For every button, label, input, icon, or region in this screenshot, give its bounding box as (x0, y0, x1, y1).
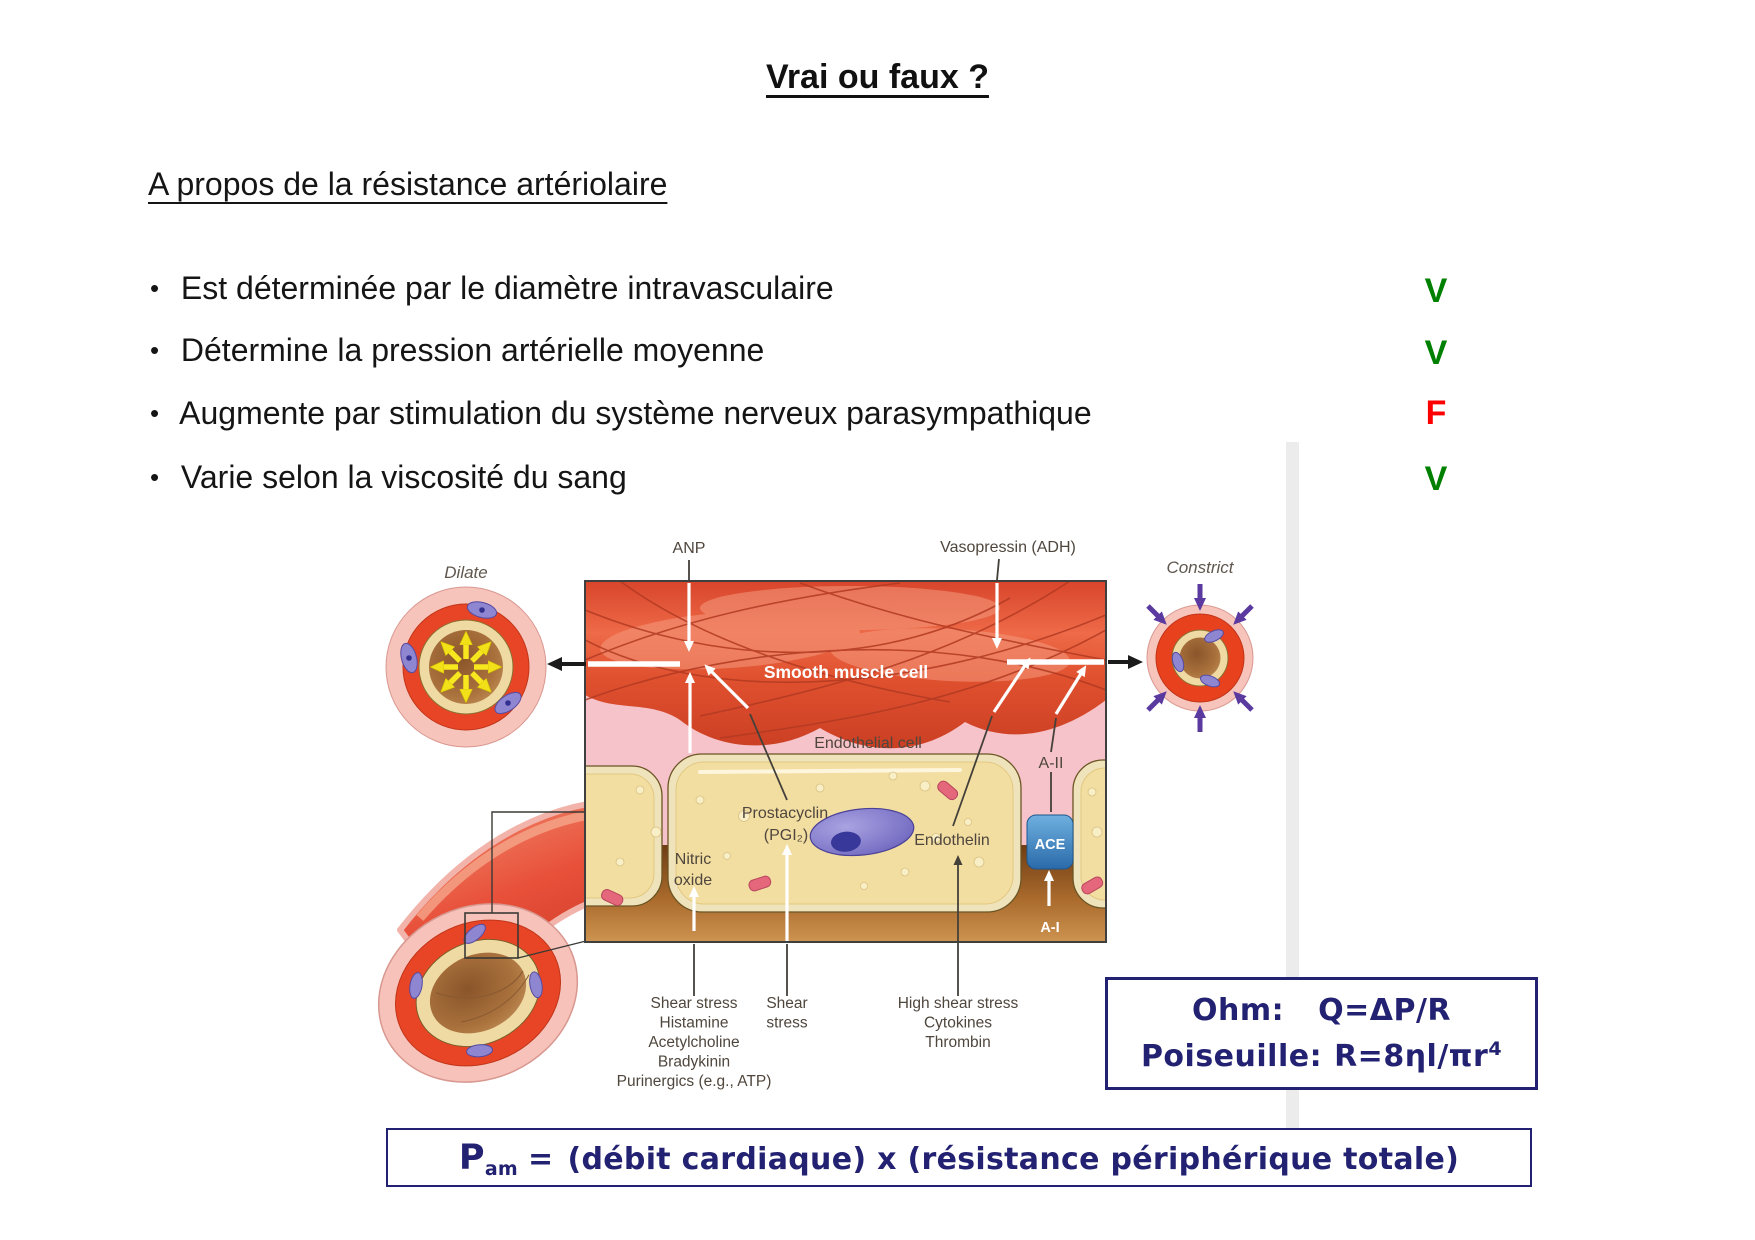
vesicle-dots (615, 771, 1103, 890)
question-row: • Augmente par stimulation du système ne… (150, 395, 1092, 432)
endothelial-cell-left (585, 765, 663, 907)
nitric-oxide-label-2: oxide (674, 872, 712, 889)
stimulus-col1-line: Histamine (660, 1015, 729, 1032)
prostacyclin-label: Prostacyclin (742, 805, 828, 822)
constrict-in-arrows (1146, 584, 1254, 732)
bullet-icon: • (150, 335, 160, 365)
poiseuille-name: Poiseuille: (1140, 1038, 1323, 1074)
stimulus-col3-line: High shear stress (898, 995, 1019, 1012)
ace-label: ACE (1035, 837, 1066, 853)
angiotensin1-label: A-I (1040, 920, 1059, 936)
question-text: Varie selon la viscosité du sang (180, 459, 627, 495)
vasopressin-label: Vasopressin (ADH) (940, 539, 1076, 556)
zoom-connector-line (517, 940, 587, 959)
ohm-name: Ohm: (1191, 992, 1285, 1028)
pam-symbol: P (458, 1137, 485, 1178)
smooth-muscle-label: Smooth muscle cell (764, 662, 928, 682)
poiseuille-exponent: 4 (1488, 1037, 1503, 1060)
scan-fold-strip (1286, 442, 1299, 1154)
bullet-icon: • (150, 398, 160, 428)
dilate-out-arrows (442, 643, 490, 691)
question-row: • Est déterminée par le diamètre intrava… (150, 270, 834, 307)
angiotensin2-label: A-II (1039, 755, 1064, 772)
zoom-connector-line (491, 811, 586, 913)
mediator-arrows (684, 583, 1087, 941)
stimulus-col1-line: Purinergics (e.g., ATP) (617, 1073, 772, 1090)
page-title-text: Vrai ou faux ? (766, 58, 989, 96)
pam-expression: (débit cardiaque) x (résistance périphér… (567, 1141, 1460, 1177)
answer-badge: V (1424, 460, 1448, 498)
bullet-icon: • (150, 462, 160, 492)
arteriole-figure: ACE (330, 440, 1320, 1155)
ohm-equation: Q=ΔP/R (1318, 992, 1452, 1028)
cell-nucleus (809, 807, 915, 857)
question-text: Détermine la pression artérielle moyenne (180, 332, 765, 368)
panel-content: ACE (585, 581, 1106, 942)
answer-badge: F (1425, 394, 1447, 432)
question-row: • Détermine la pression artérielle moyen… (150, 332, 764, 369)
ohm-poiseuille-box: Ohm: Q=ΔP/R Poiseuille: R=8ηl/πr4 (1105, 977, 1538, 1090)
stimulus-col2-line: stress (766, 1015, 808, 1032)
stimulus-col1-line: Shear stress (650, 995, 737, 1012)
anp-label: ANP (673, 540, 706, 557)
smooth-muscle-band (585, 581, 1106, 749)
stimulus-labels: Shear stress Histamine Acetylcholine Bra… (617, 995, 1019, 1090)
stimulus-col1-line: Bradykinin (658, 1054, 730, 1071)
ohm-formula: Ohm: Q=ΔP/R (1192, 992, 1451, 1030)
endothelial-cell-right (1072, 759, 1106, 909)
prostacyclin-label-2: (PGI₂) (764, 827, 808, 844)
poiseuille-equation: R=8ηl/πr4 (1334, 1030, 1502, 1076)
question-text: Est déterminée par le diamètre intravasc… (180, 270, 834, 306)
page-title: Vrai ou faux ? (0, 58, 1755, 97)
pam-equals: = (528, 1141, 554, 1177)
answer-badge: V (1424, 334, 1448, 372)
dilate-vessel: Dilate (385, 563, 547, 748)
question-text: Augmente par stimulation du système nerv… (179, 395, 1092, 431)
stimulus-col1-line: Acetylcholine (648, 1034, 739, 1051)
slide-subtitle: A propos de la résistance artériolaire (148, 166, 668, 202)
nitric-oxide-label: Nitric (675, 851, 711, 868)
constrict-label: Constrict (1166, 558, 1234, 577)
bullet-icon: • (150, 273, 160, 303)
answer-badge: V (1424, 272, 1448, 310)
dilate-label: Dilate (444, 563, 487, 582)
pam-subscript: am (484, 1157, 519, 1180)
stimulus-col3-line: Cytokines (924, 1015, 992, 1032)
dilate-nuclei (400, 601, 522, 715)
ace-box: ACE (1026, 814, 1074, 870)
panel-border (584, 580, 1107, 943)
tube-cut-face (377, 903, 579, 1083)
stimulus-col3-line: Thrombin (925, 1034, 990, 1051)
constrict-nuclei (1171, 629, 1224, 688)
endothelial-label: Endothelial cell (814, 735, 922, 752)
arteriole-tube (377, 797, 673, 1083)
constrict-vessel: Constrict (1146, 558, 1254, 732)
endothelial-cells (585, 753, 1106, 913)
poiseuille-formula: Poiseuille: R=8ηl/πr4 (1141, 1030, 1502, 1076)
figure-illustration: ACE (377, 442, 1299, 1154)
question-row: • Varie selon la viscosité du sang (150, 459, 627, 496)
mitochondria (601, 780, 1104, 907)
endothelin-label: Endothelin (914, 832, 990, 849)
label-connector-lines (688, 558, 1057, 996)
stimulus-col2-line: Shear (766, 995, 807, 1012)
poiseuille-equation-base: R=8ηl/πr (1334, 1038, 1489, 1074)
